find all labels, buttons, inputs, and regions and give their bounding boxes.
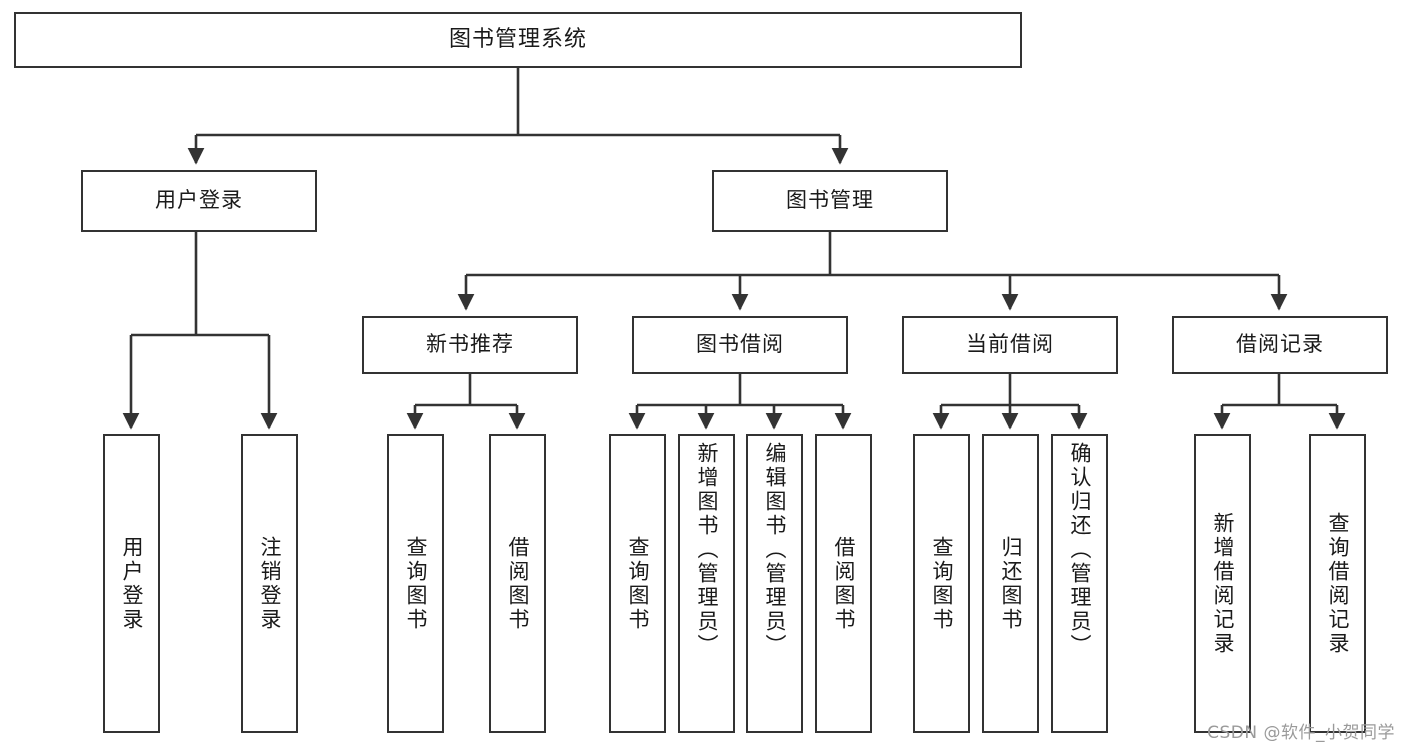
leaf-query-borrow-record[interactable]: 查询借阅记录 (1309, 434, 1366, 733)
leaf-label: 确认归还（管理员） (1067, 442, 1092, 658)
node-borrow-record[interactable]: 借阅记录 (1172, 316, 1388, 374)
leaf-label: 归还图书 (998, 535, 1023, 632)
node-book-management[interactable]: 图书管理 (712, 170, 948, 232)
node-label: 图书管理 (786, 188, 874, 213)
watermark-text: CSDN @软件_小贺同学 (1207, 723, 1395, 743)
leaf-borrow-book-borrow[interactable]: 借阅图书 (815, 434, 872, 733)
leaf-edit-book-admin[interactable]: 编辑图书（管理员） (746, 434, 803, 733)
leaf-label: 查询图书 (929, 535, 954, 632)
leaf-query-book-current[interactable]: 查询图书 (913, 434, 970, 733)
leaf-label: 新增图书（管理员） (694, 442, 719, 658)
node-label: 借阅记录 (1236, 332, 1324, 357)
node-label: 用户登录 (155, 188, 243, 213)
node-book-borrow[interactable]: 图书借阅 (632, 316, 848, 374)
node-new-book-recommend[interactable]: 新书推荐 (362, 316, 578, 374)
leaf-return-book[interactable]: 归还图书 (982, 434, 1039, 733)
leaf-label: 查询图书 (403, 535, 428, 632)
node-label: 图书管理系统 (448, 26, 587, 52)
node-root-system[interactable]: 图书管理系统 (14, 12, 1022, 68)
leaf-confirm-return-admin[interactable]: 确认归还（管理员） (1051, 434, 1108, 733)
leaf-borrow-book-recommend[interactable]: 借阅图书 (489, 434, 546, 733)
leaf-query-book-recommend[interactable]: 查询图书 (387, 434, 444, 733)
node-label: 当前借阅 (966, 332, 1054, 357)
leaf-label: 借阅图书 (831, 535, 856, 632)
leaf-label: 新增借阅记录 (1210, 511, 1235, 656)
leaf-add-borrow-record[interactable]: 新增借阅记录 (1194, 434, 1251, 733)
leaf-label: 查询图书 (625, 535, 650, 632)
leaf-label: 编辑图书（管理员） (762, 442, 787, 658)
node-label: 新书推荐 (426, 332, 514, 357)
leaf-label: 查询借阅记录 (1325, 511, 1350, 656)
leaf-label: 用户登录 (119, 535, 144, 632)
node-current-borrow[interactable]: 当前借阅 (902, 316, 1118, 374)
leaf-label: 注销登录 (257, 535, 282, 632)
leaf-user-login[interactable]: 用户登录 (103, 434, 160, 733)
leaf-query-book-borrow[interactable]: 查询图书 (609, 434, 666, 733)
node-user-login[interactable]: 用户登录 (81, 170, 317, 232)
leaf-add-book-admin[interactable]: 新增图书（管理员） (678, 434, 735, 733)
leaf-logout-login[interactable]: 注销登录 (241, 434, 298, 733)
node-label: 图书借阅 (696, 332, 784, 357)
leaf-label: 借阅图书 (505, 535, 530, 632)
